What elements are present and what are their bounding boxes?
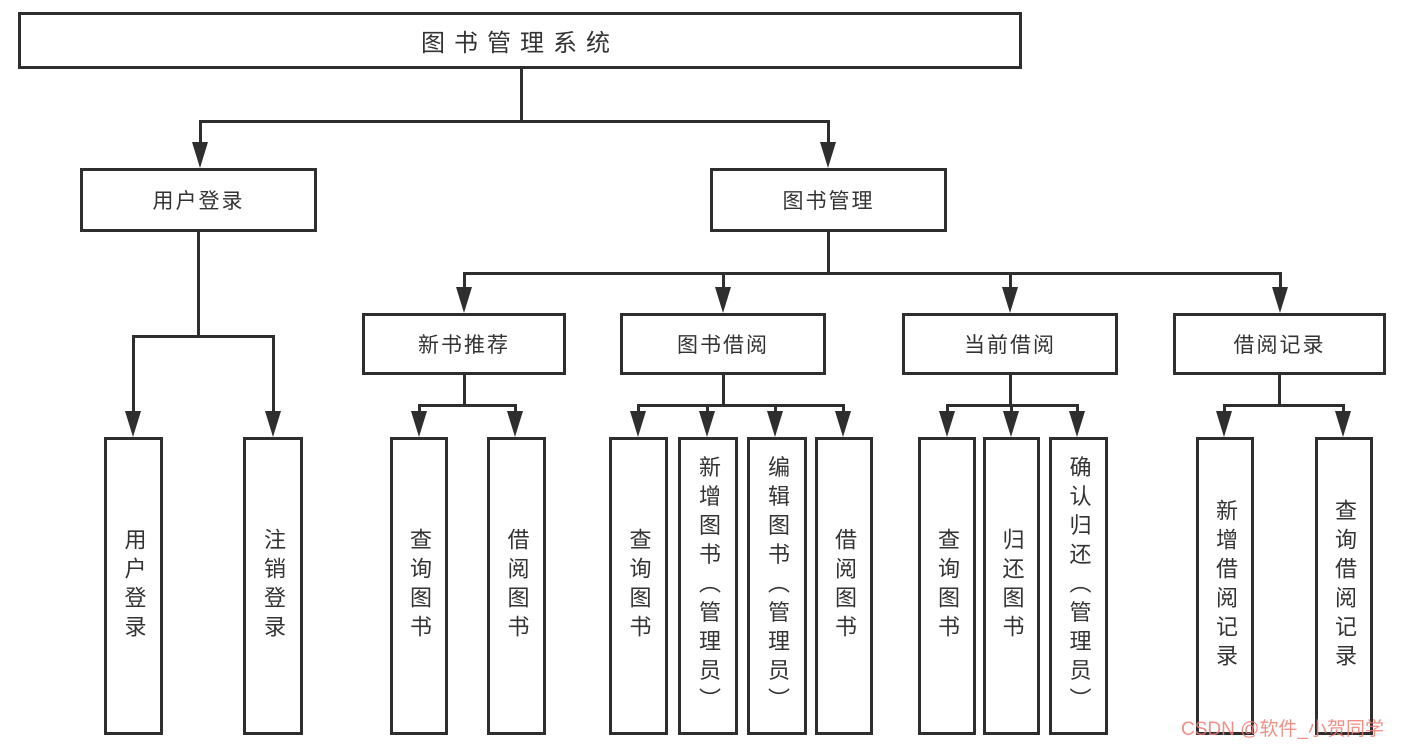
connector-root-stem xyxy=(520,69,523,120)
node-new-book-recommend: 新书推荐 xyxy=(362,313,566,375)
connector-drop-leaf xyxy=(132,335,135,415)
connector-drop-leaf xyxy=(706,404,709,414)
leaf-label: 借阅图书 xyxy=(504,528,530,644)
leaf-label: 查询图书 xyxy=(407,528,432,644)
leaf-label: 用户登录 xyxy=(121,528,147,644)
leaf-add-borrow-record: 新增借阅记录 xyxy=(1196,437,1254,735)
connector-newbook-split xyxy=(418,404,517,407)
connector-bookborrow-stem xyxy=(722,375,725,404)
leaf-add-book-admin: 新增图书（管理员） xyxy=(678,437,738,735)
connector-drop-leaf xyxy=(1342,404,1345,414)
node-borrow-record: 借阅记录 xyxy=(1173,313,1386,375)
arrow-down-icon xyxy=(265,411,281,437)
connector-drop-leaf xyxy=(842,404,845,414)
leaf-borrow-book-1: 借阅图书 xyxy=(487,437,546,735)
arrow-down-icon xyxy=(125,411,141,437)
connector-bookmgmt-stem xyxy=(827,232,830,272)
connector-bookmgmt-split xyxy=(463,272,1281,275)
arrow-down-icon xyxy=(507,411,523,437)
leaf-label: 查询图书 xyxy=(626,528,652,644)
arrow-down-icon xyxy=(1335,411,1351,437)
arrow-down-icon xyxy=(820,142,836,168)
leaf-label: 查询借阅记录 xyxy=(1332,499,1357,673)
node-book-management: 图书管理 xyxy=(710,168,947,232)
leaf-label: 借阅图书 xyxy=(832,528,857,644)
arrow-down-icon xyxy=(411,411,427,437)
leaf-user-login: 用户登录 xyxy=(104,437,163,735)
node-book-borrow: 图书借阅 xyxy=(620,313,826,375)
connector-root-split xyxy=(199,120,830,123)
connector-drop-leaf xyxy=(774,404,777,414)
leaf-borrow-book-2: 借阅图书 xyxy=(815,437,873,735)
node-current-borrow: 当前借阅 xyxy=(902,313,1118,375)
connector-drop-leaf xyxy=(514,404,517,414)
arrow-down-icon xyxy=(1272,287,1288,313)
leaf-label: 注销登录 xyxy=(261,528,286,644)
arrow-down-icon xyxy=(192,142,208,168)
leaf-label: 归还图书 xyxy=(999,528,1025,644)
leaf-query-book-3: 查询图书 xyxy=(918,437,976,735)
arrow-down-icon xyxy=(456,287,472,313)
connector-drop-leaf xyxy=(1223,404,1226,414)
connector-drop-group xyxy=(463,272,466,289)
arrow-down-icon xyxy=(1002,287,1018,313)
connector-drop-group xyxy=(1009,272,1012,289)
csdn-watermark: CSDN @软件_小贺同学 xyxy=(1181,719,1384,740)
connector-bookborrow-split xyxy=(637,404,845,407)
arrow-down-icon xyxy=(835,411,851,437)
connector-drop-leaf xyxy=(946,404,949,414)
connector-drop-leaf xyxy=(272,335,275,415)
arrow-down-icon xyxy=(939,411,955,437)
leaf-confirm-return-admin: 确认归还（管理员） xyxy=(1049,437,1108,735)
leaf-return-book: 归还图书 xyxy=(983,437,1040,735)
arrow-down-icon xyxy=(1069,411,1085,437)
connector-borrowrecord-stem xyxy=(1278,375,1281,404)
connector-drop-leaf xyxy=(1076,404,1079,414)
connector-newbook-stem xyxy=(463,375,466,404)
arrow-down-icon xyxy=(767,411,783,437)
arrow-down-icon xyxy=(1216,411,1232,437)
arrow-down-icon xyxy=(630,411,646,437)
leaf-logout: 注销登录 xyxy=(243,437,303,735)
connector-drop-leaf xyxy=(1010,404,1013,414)
leaf-query-book-1: 查询图书 xyxy=(390,437,448,735)
connector-currentborrow-stem xyxy=(1009,375,1012,404)
connector-drop-leaf xyxy=(418,404,421,414)
arrow-down-icon xyxy=(715,287,731,313)
node-root: 图书管理系统 xyxy=(18,12,1022,69)
leaf-label: 查询图书 xyxy=(935,528,960,644)
connector-drop-user-login xyxy=(199,120,202,146)
arrow-down-icon xyxy=(1003,411,1019,437)
connector-drop-leaf xyxy=(637,404,640,414)
node-user-login: 用户登录 xyxy=(80,168,317,232)
leaf-query-book-2: 查询图书 xyxy=(609,437,668,735)
connector-drop-group xyxy=(1279,272,1282,289)
connector-userlogin-split xyxy=(132,335,275,338)
connector-drop-book-mgmt xyxy=(827,120,830,146)
leaf-edit-book-admin: 编辑图书（管理员） xyxy=(747,437,807,735)
connector-userlogin-stem xyxy=(197,232,200,335)
arrow-down-icon xyxy=(699,411,715,437)
leaf-label: 确认归还（管理员） xyxy=(1066,455,1092,717)
leaf-label: 新增图书（管理员） xyxy=(696,455,721,717)
leaf-query-borrow-record: 查询借阅记录 xyxy=(1315,437,1373,735)
leaf-label: 新增借阅记录 xyxy=(1213,499,1238,673)
connector-drop-group xyxy=(722,272,725,289)
connector-borrowrecord-split xyxy=(1223,404,1345,407)
leaf-label: 编辑图书（管理员） xyxy=(765,455,790,717)
